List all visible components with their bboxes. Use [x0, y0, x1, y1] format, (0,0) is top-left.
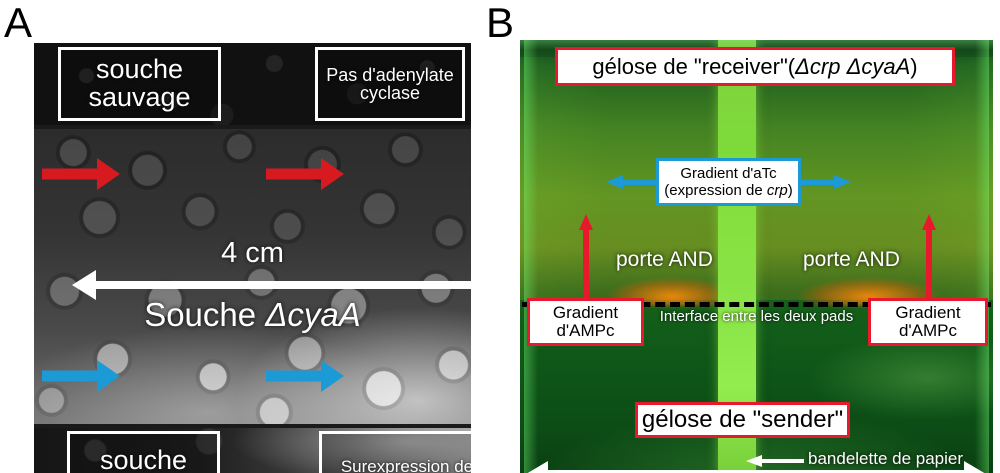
label-overexp-line1: Surexpression de	[340, 456, 471, 473]
label-atc-gradient: Gradient d'aTc (expression de crp)	[656, 158, 801, 206]
atc-arrow-right-shaft	[801, 180, 835, 185]
label-and-gate-left: porte AND	[616, 248, 713, 271]
label-pad-interface: Interface entre les deux pads	[659, 308, 854, 325]
label-cyclase-overexpression: Surexpression de l'adenylate cyclase	[319, 431, 471, 473]
blue-arrow-left-head	[97, 360, 120, 392]
label-atc-line1: Gradient d'aTc	[680, 164, 777, 182]
panel-a-strip-bottom	[34, 428, 471, 473]
label-dcrp-line1: souche	[99, 445, 188, 473]
label-wild-type-line2: sauvage	[88, 82, 191, 112]
atc-arrow-left-head	[606, 175, 623, 189]
panel-a-scale-label: 4 cm	[221, 237, 284, 269]
panel-a-strip-top	[34, 43, 471, 125]
label-and-gate-right: porte AND	[803, 248, 900, 271]
label-wild-type-strain: souche sauvage	[58, 47, 221, 121]
label-no-cyclase-line2: cyclase	[359, 83, 421, 103]
camp-arrow-right-head	[922, 214, 936, 230]
label-atc-line2-prefix: (expression de	[664, 182, 767, 199]
label-receiver-suffix: )	[910, 53, 918, 79]
panel-a-strain-genotype: ΔcyaA	[265, 296, 361, 333]
panel-a-scale-arrow	[72, 270, 471, 300]
label-wild-type-line1: souche	[95, 54, 184, 85]
label-receiver-agar: gélose de "receiver"(Δcrp ΔcyaA)	[555, 47, 955, 86]
label-receiver-genotype-1: Δcrp	[795, 53, 841, 79]
panel-b-scale-arrow-bar	[546, 470, 966, 473]
blue-arrow-right-head	[321, 360, 344, 392]
camp-arrow-left-shaft	[583, 226, 589, 300]
red-arrow-right-head	[321, 158, 344, 190]
label-sender-agar: gélose de "sender"	[635, 402, 850, 438]
label-camp-left-line1: Gradient	[552, 302, 619, 322]
camp-arrow-left-head	[579, 214, 593, 230]
red-arrow-left-head	[97, 158, 120, 190]
label-delta-crp-strain: souche Δcrp	[67, 431, 220, 473]
camp-arrow-right-shaft	[926, 226, 932, 300]
label-camp-gradient-left: Gradient d'AMPc	[527, 298, 644, 346]
paper-strip-visual	[718, 40, 756, 473]
label-no-cyclase-line1: Pas d'adenylate	[326, 64, 454, 85]
pad-interface-dashed-line	[522, 302, 991, 307]
panel-b-scale-arrow-head-right	[964, 461, 986, 473]
plate-rim-right	[975, 40, 989, 473]
atc-gradient-arrow-right	[801, 175, 851, 189]
panel-b-scale-arrow	[526, 461, 986, 473]
blue-arrow-left	[42, 360, 120, 392]
red-arrow-right-shaft	[266, 168, 322, 180]
label-receiver-text: gélose de "receiver"(Δcrp ΔcyaA)	[592, 53, 918, 79]
label-no-adenylate-cyclase: Pas d'adenylate cyclase	[315, 47, 465, 121]
label-camp-right-line1: Gradient	[895, 302, 961, 322]
camp-gradient-arrow-left	[579, 214, 593, 300]
paper-strip-arrow	[746, 455, 804, 468]
red-arrow-right	[266, 158, 344, 190]
panel-a-scale-arrow-head-left	[72, 270, 96, 300]
plate-rim-top	[520, 40, 993, 50]
blue-arrow-right-shaft	[266, 370, 322, 382]
panel-b-scale-arrow-head-left	[526, 461, 548, 473]
atc-arrow-left-shaft	[622, 180, 656, 185]
camp-arrow-right-connector	[926, 286, 932, 302]
panel-a-scale-arrow-bar	[94, 281, 471, 289]
camp-arrow-left-connector	[583, 286, 589, 302]
paper-strip-arrow-shaft	[760, 459, 804, 463]
panel-letter-b: B	[486, 0, 515, 46]
label-atc-line2: (expression de crp)	[664, 182, 792, 199]
atc-arrow-right-head	[834, 175, 851, 189]
blue-arrow-right	[266, 360, 344, 392]
label-camp-left-line2: d'AMPc	[556, 321, 615, 340]
label-paper-strip: bandelette de papier	[808, 449, 964, 468]
label-atc-line2-suffix: )	[787, 182, 793, 199]
label-camp-gradient-right: Gradient d'AMPc	[868, 298, 988, 346]
atc-gradient-arrow-left	[606, 175, 656, 189]
panel-a-strain-prefix: Souche	[144, 296, 266, 333]
red-arrow-left-shaft	[42, 168, 98, 180]
label-atc-gene: crp	[766, 182, 788, 199]
agar-texture-bright	[34, 428, 471, 473]
agar-texture-dark	[34, 43, 471, 125]
red-arrow-left	[42, 158, 120, 190]
camp-gradient-arrow-right	[922, 214, 936, 300]
label-receiver-prefix: gélose de "receiver"(	[592, 53, 796, 79]
blue-arrow-left-shaft	[42, 370, 98, 382]
panel-a-strain-label: Souche ΔcyaA	[34, 296, 471, 334]
panel-a-plate-photo: 4 cm Souche ΔcyaA souche sauvage Pas d'a…	[34, 43, 471, 473]
plate-rim-left	[524, 40, 538, 473]
label-receiver-genotype-2: ΔcyaA	[846, 53, 911, 79]
panel-letter-a: A	[4, 0, 33, 46]
agar-plate-fluorescence	[520, 40, 993, 473]
label-camp-right-line2: d'AMPc	[898, 321, 958, 340]
panel-b-plate-photo: gélose de "receiver"(Δcrp ΔcyaA) Gradien…	[520, 40, 993, 473]
paper-strip-arrow-head	[746, 455, 762, 467]
